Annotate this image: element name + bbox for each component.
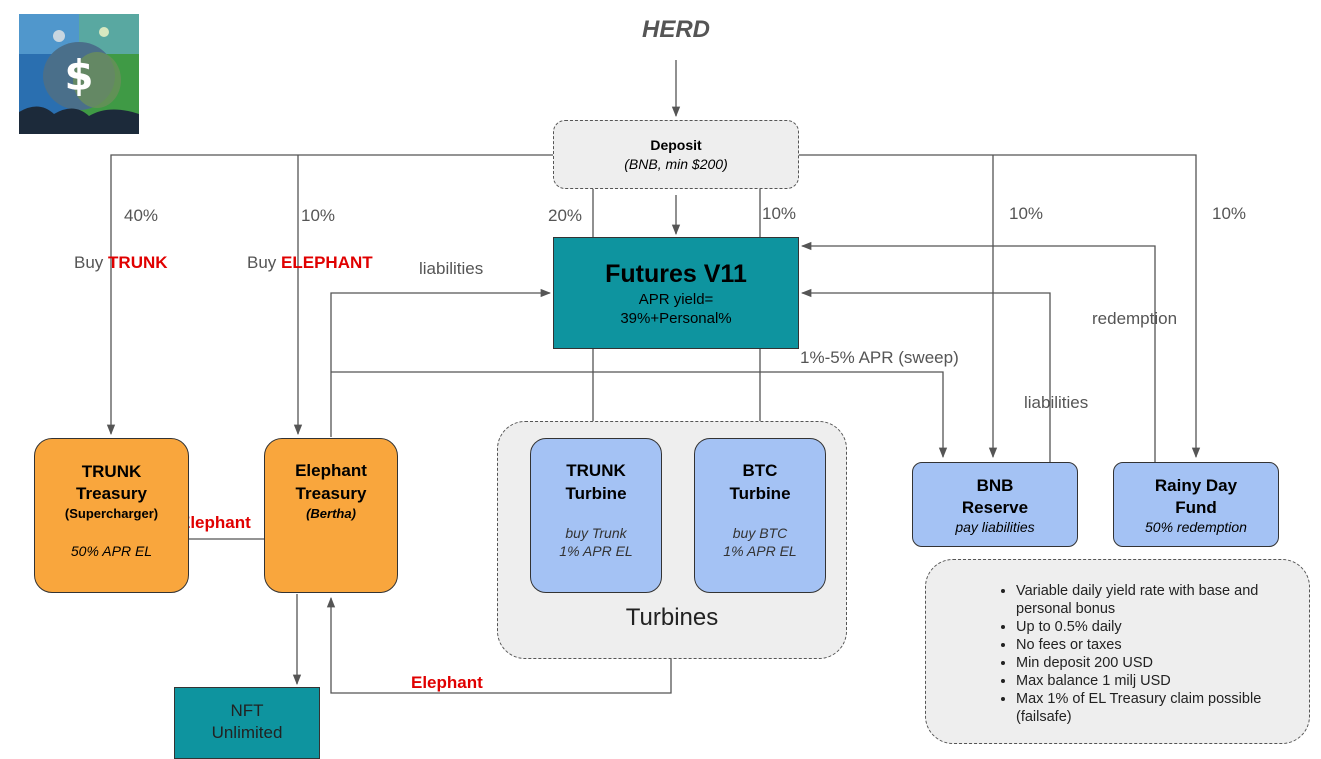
diagram-title: HERD [641, 16, 710, 43]
elephant-transfer-label: Elephant [179, 513, 251, 532]
note-item: Up to 0.5% daily [1016, 618, 1309, 636]
bnb-reserve-percent-label: 10% [1009, 204, 1044, 223]
trunk-treasury-node: TRUNK Treasury (Supercharger) 50% APR EL [34, 438, 189, 593]
elephant-treasury-line2: Treasury [295, 484, 367, 503]
futures-node: Futures V11 APR yield= 39%+Personal% [553, 237, 799, 349]
trunk-turbine-line1: TRUNK [566, 461, 626, 480]
futures-title: Futures V11 [605, 259, 747, 288]
buy-trunk-label: Buy TRUNK [74, 253, 168, 273]
futures-apr-line2: 39%+Personal% [620, 309, 732, 327]
deposit-title: Deposit [650, 137, 702, 153]
redemption-label: redemption [1092, 309, 1178, 328]
btc-turbine-node: BTC Turbine buy BTC 1% APR EL [694, 438, 826, 593]
deposit-subtitle: (BNB, min $200) [624, 156, 728, 172]
note-item: No fees or taxes [1016, 636, 1309, 654]
trunk-percent-label: 40% [124, 206, 159, 225]
notes-box: Variable daily yield rate with base and … [925, 559, 1310, 744]
trunk-treasury-note: 50% APR EL [70, 543, 153, 559]
liabilities-right-label: liabilities [1024, 393, 1089, 412]
btc-turbine-note2: 1% APR EL [723, 543, 797, 559]
rainy-day-line2: Fund [1175, 497, 1217, 517]
notes-list: Variable daily yield rate with base and … [926, 582, 1309, 726]
btc-turbine-percent-label: 10% [762, 204, 797, 223]
svg-text:$: $ [64, 51, 93, 100]
elephant-return-label: Elephant [411, 673, 483, 692]
note-item: Min deposit 200 USD [1016, 654, 1309, 672]
btc-turbine-line2: Turbine [729, 484, 791, 503]
btc-turbine-line1: BTC [742, 461, 778, 480]
deposit-node: Deposit (BNB, min $200) [553, 120, 799, 189]
note-item: Max 1% of EL Treasury claim possible (fa… [1016, 690, 1309, 726]
liabilities-left-label: liabilities [419, 259, 484, 278]
note-item: Max balance 1 milj USD [1016, 672, 1309, 690]
trunk-treasury-line3: (Supercharger) [64, 506, 159, 521]
bnb-reserve-line1: BNB [976, 475, 1014, 495]
elephant-treasury-node: Elephant Treasury (Bertha) [264, 438, 398, 593]
turbines-group-label: Turbines [625, 604, 719, 631]
rainy-day-percent-label: 10% [1212, 204, 1247, 223]
rainy-day-line1: Rainy Day [1154, 475, 1238, 495]
buy-trunk-token: TRUNK [108, 253, 168, 272]
bnb-reserve-line2: Reserve [961, 497, 1029, 517]
trunk-treasury-line1: TRUNK [81, 462, 142, 481]
sweep-label: 1%-5% APR (sweep) [800, 348, 959, 367]
buy-trunk-prefix: Buy [74, 253, 109, 272]
logo-icon: $ [19, 14, 139, 134]
elephant-treasury-line3: (Bertha) [306, 506, 356, 521]
buy-elephant-prefix: Buy [247, 253, 282, 272]
trunk-turbine-percent-label: 20% [548, 206, 583, 225]
trunk-turbine-note1: buy Trunk [565, 525, 627, 541]
trunk-treasury-line2: Treasury [76, 484, 147, 503]
rainy-day-fund-node: Rainy Day Fund 50% redemption [1113, 462, 1279, 547]
note-item: Variable daily yield rate with base and … [1016, 582, 1309, 618]
trunk-turbine-note2: 1% APR EL [559, 543, 633, 559]
buy-elephant-label: Buy ELEPHANT [247, 253, 373, 273]
nft-line2: Unlimited [211, 723, 283, 742]
futures-apr-line1: APR yield= [638, 290, 714, 308]
rainy-day-note: 50% redemption [1145, 518, 1247, 535]
elephant-dollar-logo: $ [19, 14, 139, 134]
trunk-turbine-line2: Turbine [565, 484, 627, 503]
elephant-treasury-line1: Elephant [295, 461, 367, 480]
bnb-reserve-node: BNB Reserve pay liabilities [912, 462, 1078, 547]
trunk-turbine-node: TRUNK Turbine buy Trunk 1% APR EL [530, 438, 662, 593]
nft-unlimited-node: NFT Unlimited [174, 687, 320, 759]
bnb-reserve-note: pay liabilities [955, 518, 1035, 535]
btc-turbine-note1: buy BTC [732, 525, 788, 541]
nft-line1: NFT [230, 701, 264, 720]
buy-elephant-token: ELEPHANT [281, 253, 373, 272]
elephant-percent-label: 10% [301, 206, 336, 225]
